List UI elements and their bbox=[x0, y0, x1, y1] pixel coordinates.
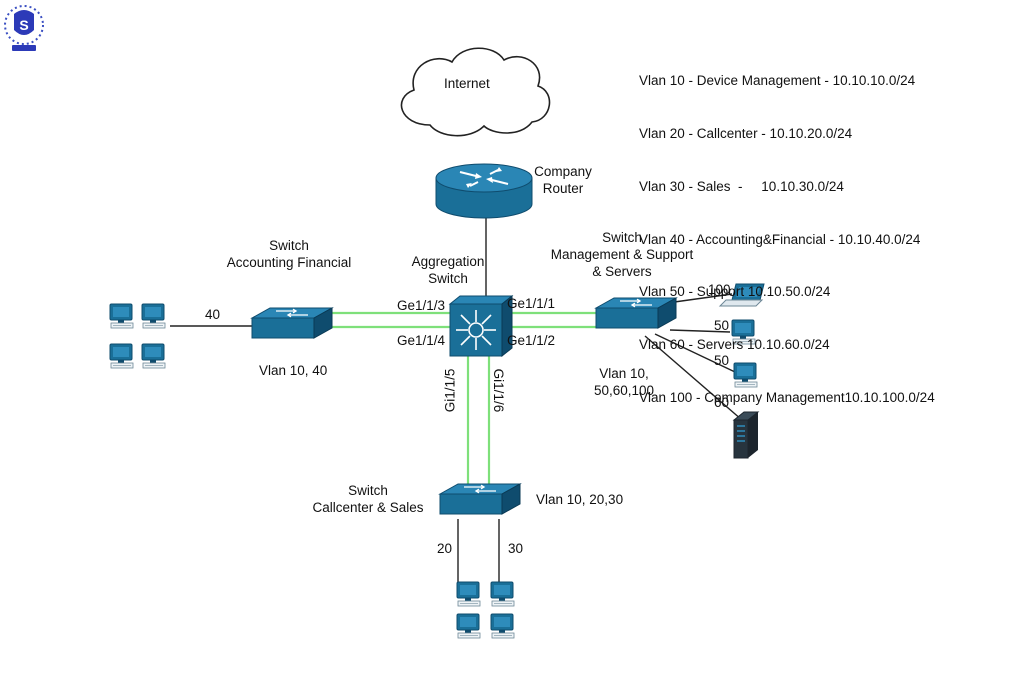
company-router bbox=[435, 163, 533, 219]
port-ge114: Ge1/1/4 bbox=[397, 333, 446, 348]
port-ge113: Ge1/1/3 bbox=[397, 298, 446, 313]
port-gi116: Gi1/1/6 bbox=[491, 364, 508, 414]
aggregation-label-line1: Aggregation bbox=[411, 254, 485, 269]
switch-callcenter-label: Switch Callcenter & Sales bbox=[300, 483, 436, 517]
callcenter-pcs bbox=[456, 581, 515, 639]
switch-accounting-label: Switch Accounting Financial bbox=[214, 238, 364, 272]
switch-callcenter-sales bbox=[439, 483, 521, 515]
switch-mgmt-vlans-line1: Vlan 10, bbox=[599, 366, 649, 381]
aggregation-switch bbox=[448, 294, 514, 358]
link-label-20: 20 bbox=[437, 541, 453, 556]
switch-mgmt-line1: Switch bbox=[602, 230, 642, 245]
port-gi115-text: Gi1/1/5 bbox=[442, 368, 458, 413]
port-gi116-text: Gi1/1/6 bbox=[491, 368, 507, 413]
link-50b bbox=[654, 333, 736, 373]
laptop-icon bbox=[718, 283, 765, 307]
switch-mgmt-vlans-line2: 50,60,100 bbox=[593, 382, 655, 398]
logo: S bbox=[4, 5, 44, 51]
switch-mgmt-vlans: Vlan 10, 50,60,100 bbox=[582, 366, 666, 400]
aggregation-label-line2: Switch bbox=[428, 270, 468, 286]
legend-item: Vlan 20 - Callcenter - 10.10.20.0/24 bbox=[639, 125, 853, 141]
link-60 bbox=[644, 335, 743, 421]
port-gi115: Gi1/1/5 bbox=[442, 364, 463, 414]
switch-accounting-vlans: Vlan 10, 40 bbox=[259, 363, 328, 378]
switch-callcenter-vlans: Vlan 10, 20,30 bbox=[536, 492, 624, 507]
link-50a bbox=[669, 329, 731, 333]
legend-item: Vlan 40 - Accounting&Financial - 10.10.4… bbox=[639, 231, 921, 247]
internet-label: Internet bbox=[444, 76, 490, 91]
switch-callcenter-line1: Switch bbox=[348, 483, 388, 498]
router-label: Company Router bbox=[528, 164, 598, 198]
accounting-pcs bbox=[109, 303, 166, 369]
legend-item: Vlan 100 - Company Management10.10.100.0… bbox=[639, 389, 935, 405]
link-label-60: 60 bbox=[714, 395, 730, 410]
switch-accounting-line1: Switch bbox=[269, 238, 309, 253]
internet-cloud bbox=[400, 47, 551, 137]
router-label-line1: Company bbox=[534, 164, 592, 179]
legend-item: Vlan 30 - Sales - 10.10.30.0/24 bbox=[639, 178, 844, 194]
legend-item: Vlan 50 - Support 10.10.50.0/24 bbox=[639, 284, 831, 300]
switch-callcenter-line2: Callcenter & Sales bbox=[312, 499, 424, 515]
link-label-30: 30 bbox=[508, 541, 524, 556]
accounting-link-label: 40 bbox=[205, 307, 221, 322]
switch-accounting-financial bbox=[251, 307, 333, 339]
vlan-legend: Vlan 10 - Device Management - 10.10.10.0… bbox=[639, 37, 935, 424]
switch-mgmt-line3: & Servers bbox=[592, 263, 652, 279]
aggregation-label: Aggregation Switch bbox=[400, 254, 496, 288]
switch-mgmt-label: Switch Management & Support & Servers bbox=[540, 230, 704, 281]
link-label-50a: 50 bbox=[714, 318, 730, 333]
trunk-links bbox=[330, 311, 600, 484]
port-ge112: Ge1/1/2 bbox=[507, 333, 556, 348]
legend-item: Vlan 10 - Device Management - 10.10.10.0… bbox=[639, 73, 916, 89]
switch-mgmt-line2: Management & Support bbox=[550, 246, 694, 262]
svg-text:S: S bbox=[19, 17, 28, 33]
server-icon bbox=[732, 411, 760, 459]
port-ge111: Ge1/1/1 bbox=[507, 296, 556, 311]
switch-accounting-line2: Accounting Financial bbox=[226, 254, 352, 270]
router-label-line2: Router bbox=[542, 180, 584, 196]
links bbox=[170, 218, 743, 585]
link-label-100: 100 bbox=[708, 282, 731, 297]
link-label-50b: 50 bbox=[714, 353, 730, 368]
legend-item: Vlan 60 - Servers 10.10.60.0/24 bbox=[639, 337, 830, 353]
